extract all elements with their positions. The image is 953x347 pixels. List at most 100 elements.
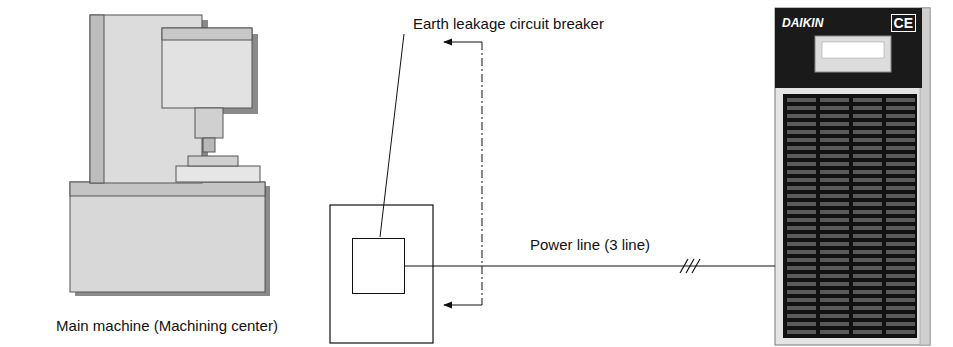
- vent-slit: [853, 218, 882, 222]
- node-label: Main machine (Machining center): [19, 317, 316, 335]
- ce-mark: CE: [891, 14, 916, 32]
- vent-slit: [853, 146, 882, 150]
- vent-slit: [820, 178, 849, 182]
- vent-slit: [886, 138, 915, 142]
- vent-slit: [820, 290, 849, 294]
- vent-slit: [820, 210, 849, 214]
- vent-slit: [886, 314, 915, 318]
- vent-slit: [886, 106, 915, 110]
- vent-slit: [886, 114, 915, 118]
- vent-slit: [886, 290, 915, 294]
- vent-slit: [886, 234, 915, 238]
- vent-slit: [853, 162, 882, 166]
- vent-slit: [886, 298, 915, 302]
- vent-slit: [853, 274, 882, 278]
- boundary-arrow: [444, 305, 482, 306]
- vent-slit: [787, 194, 816, 198]
- vent-slit: [820, 314, 849, 318]
- vent-slit: [853, 114, 882, 118]
- spindle-head-top: [162, 28, 252, 40]
- vent-slit: [787, 298, 816, 302]
- chiller-unit: [775, 8, 930, 345]
- vent-slit: [853, 290, 882, 294]
- vent-slit: [820, 154, 849, 158]
- node-label: Earth leakage circuit breaker: [411, 15, 606, 33]
- power-line: [405, 265, 775, 266]
- vent-slit: [886, 330, 915, 334]
- vent-slit: [886, 306, 915, 310]
- vent-slit: [853, 234, 882, 238]
- vent-slit: [886, 122, 915, 126]
- machine-table: [176, 166, 260, 182]
- vent-slit: [886, 98, 915, 102]
- vent-slit: [787, 154, 816, 158]
- vent-slit: [820, 266, 849, 270]
- vent-slit: [820, 202, 849, 206]
- vent-slit: [886, 170, 915, 174]
- edge-label: Power line (3 line): [527, 236, 653, 254]
- vent-slit: [787, 162, 816, 166]
- vent-slit: [787, 218, 816, 222]
- spindle-head: [162, 28, 252, 108]
- vent-slit: [820, 282, 849, 286]
- vent-slit: [787, 98, 816, 102]
- vent-slit: [787, 290, 816, 294]
- vent-slit: [820, 122, 849, 126]
- chiller-body: [775, 8, 930, 345]
- vent-slit: [886, 210, 915, 214]
- vent-slit: [820, 274, 849, 278]
- vent-slit: [853, 122, 882, 126]
- vent-slit: [853, 170, 882, 174]
- vent-slit: [787, 210, 816, 214]
- vent-slit: [886, 258, 915, 262]
- vent-slit: [853, 226, 882, 230]
- vent-slit: [820, 170, 849, 174]
- vent-slit: [787, 330, 816, 334]
- vent-slit: [886, 146, 915, 150]
- vent-slit: [787, 314, 816, 318]
- vent-slit: [820, 298, 849, 302]
- vent-slit: [820, 258, 849, 262]
- brand-logo: DAIKIN: [782, 16, 823, 30]
- vent-slit: [853, 314, 882, 318]
- vent-slit: [853, 106, 882, 110]
- machine-column-side: [90, 15, 104, 183]
- vent-slit: [853, 186, 882, 190]
- vent-slit: [787, 130, 816, 134]
- boundary-arrow: [444, 42, 482, 43]
- vent-slit: [853, 330, 882, 334]
- vent-slit: [853, 250, 882, 254]
- vent-slit: [853, 258, 882, 262]
- vent-slit: [787, 234, 816, 238]
- machining-center: [70, 15, 270, 296]
- vent-slit: [853, 306, 882, 310]
- vent-slit: [853, 298, 882, 302]
- vent-slit: [820, 306, 849, 310]
- chiller-vent: [783, 94, 917, 338]
- vent-slit: [820, 146, 849, 150]
- vent-slit: [853, 282, 882, 286]
- vent-slit: [820, 242, 849, 246]
- vent-slit: [853, 138, 882, 142]
- vent-slit: [853, 178, 882, 182]
- vent-slit: [820, 226, 849, 230]
- vent-slit: [886, 282, 915, 286]
- vent-slit: [886, 194, 915, 198]
- vent-slit: [820, 138, 849, 142]
- display-screen: [822, 42, 884, 58]
- vent-slit: [820, 322, 849, 326]
- chiller-display: [815, 36, 891, 72]
- vent-slit: [853, 154, 882, 158]
- vent-slit: [886, 266, 915, 270]
- workpiece: [188, 156, 238, 166]
- vent-slit: [820, 186, 849, 190]
- vent-slit: [886, 186, 915, 190]
- vent-slit: [787, 274, 816, 278]
- main-machine: Main machine (Machining center): [19, 10, 316, 335]
- vent-slit: [787, 178, 816, 182]
- vent-slit: [886, 202, 915, 206]
- vent-slit: [886, 162, 915, 166]
